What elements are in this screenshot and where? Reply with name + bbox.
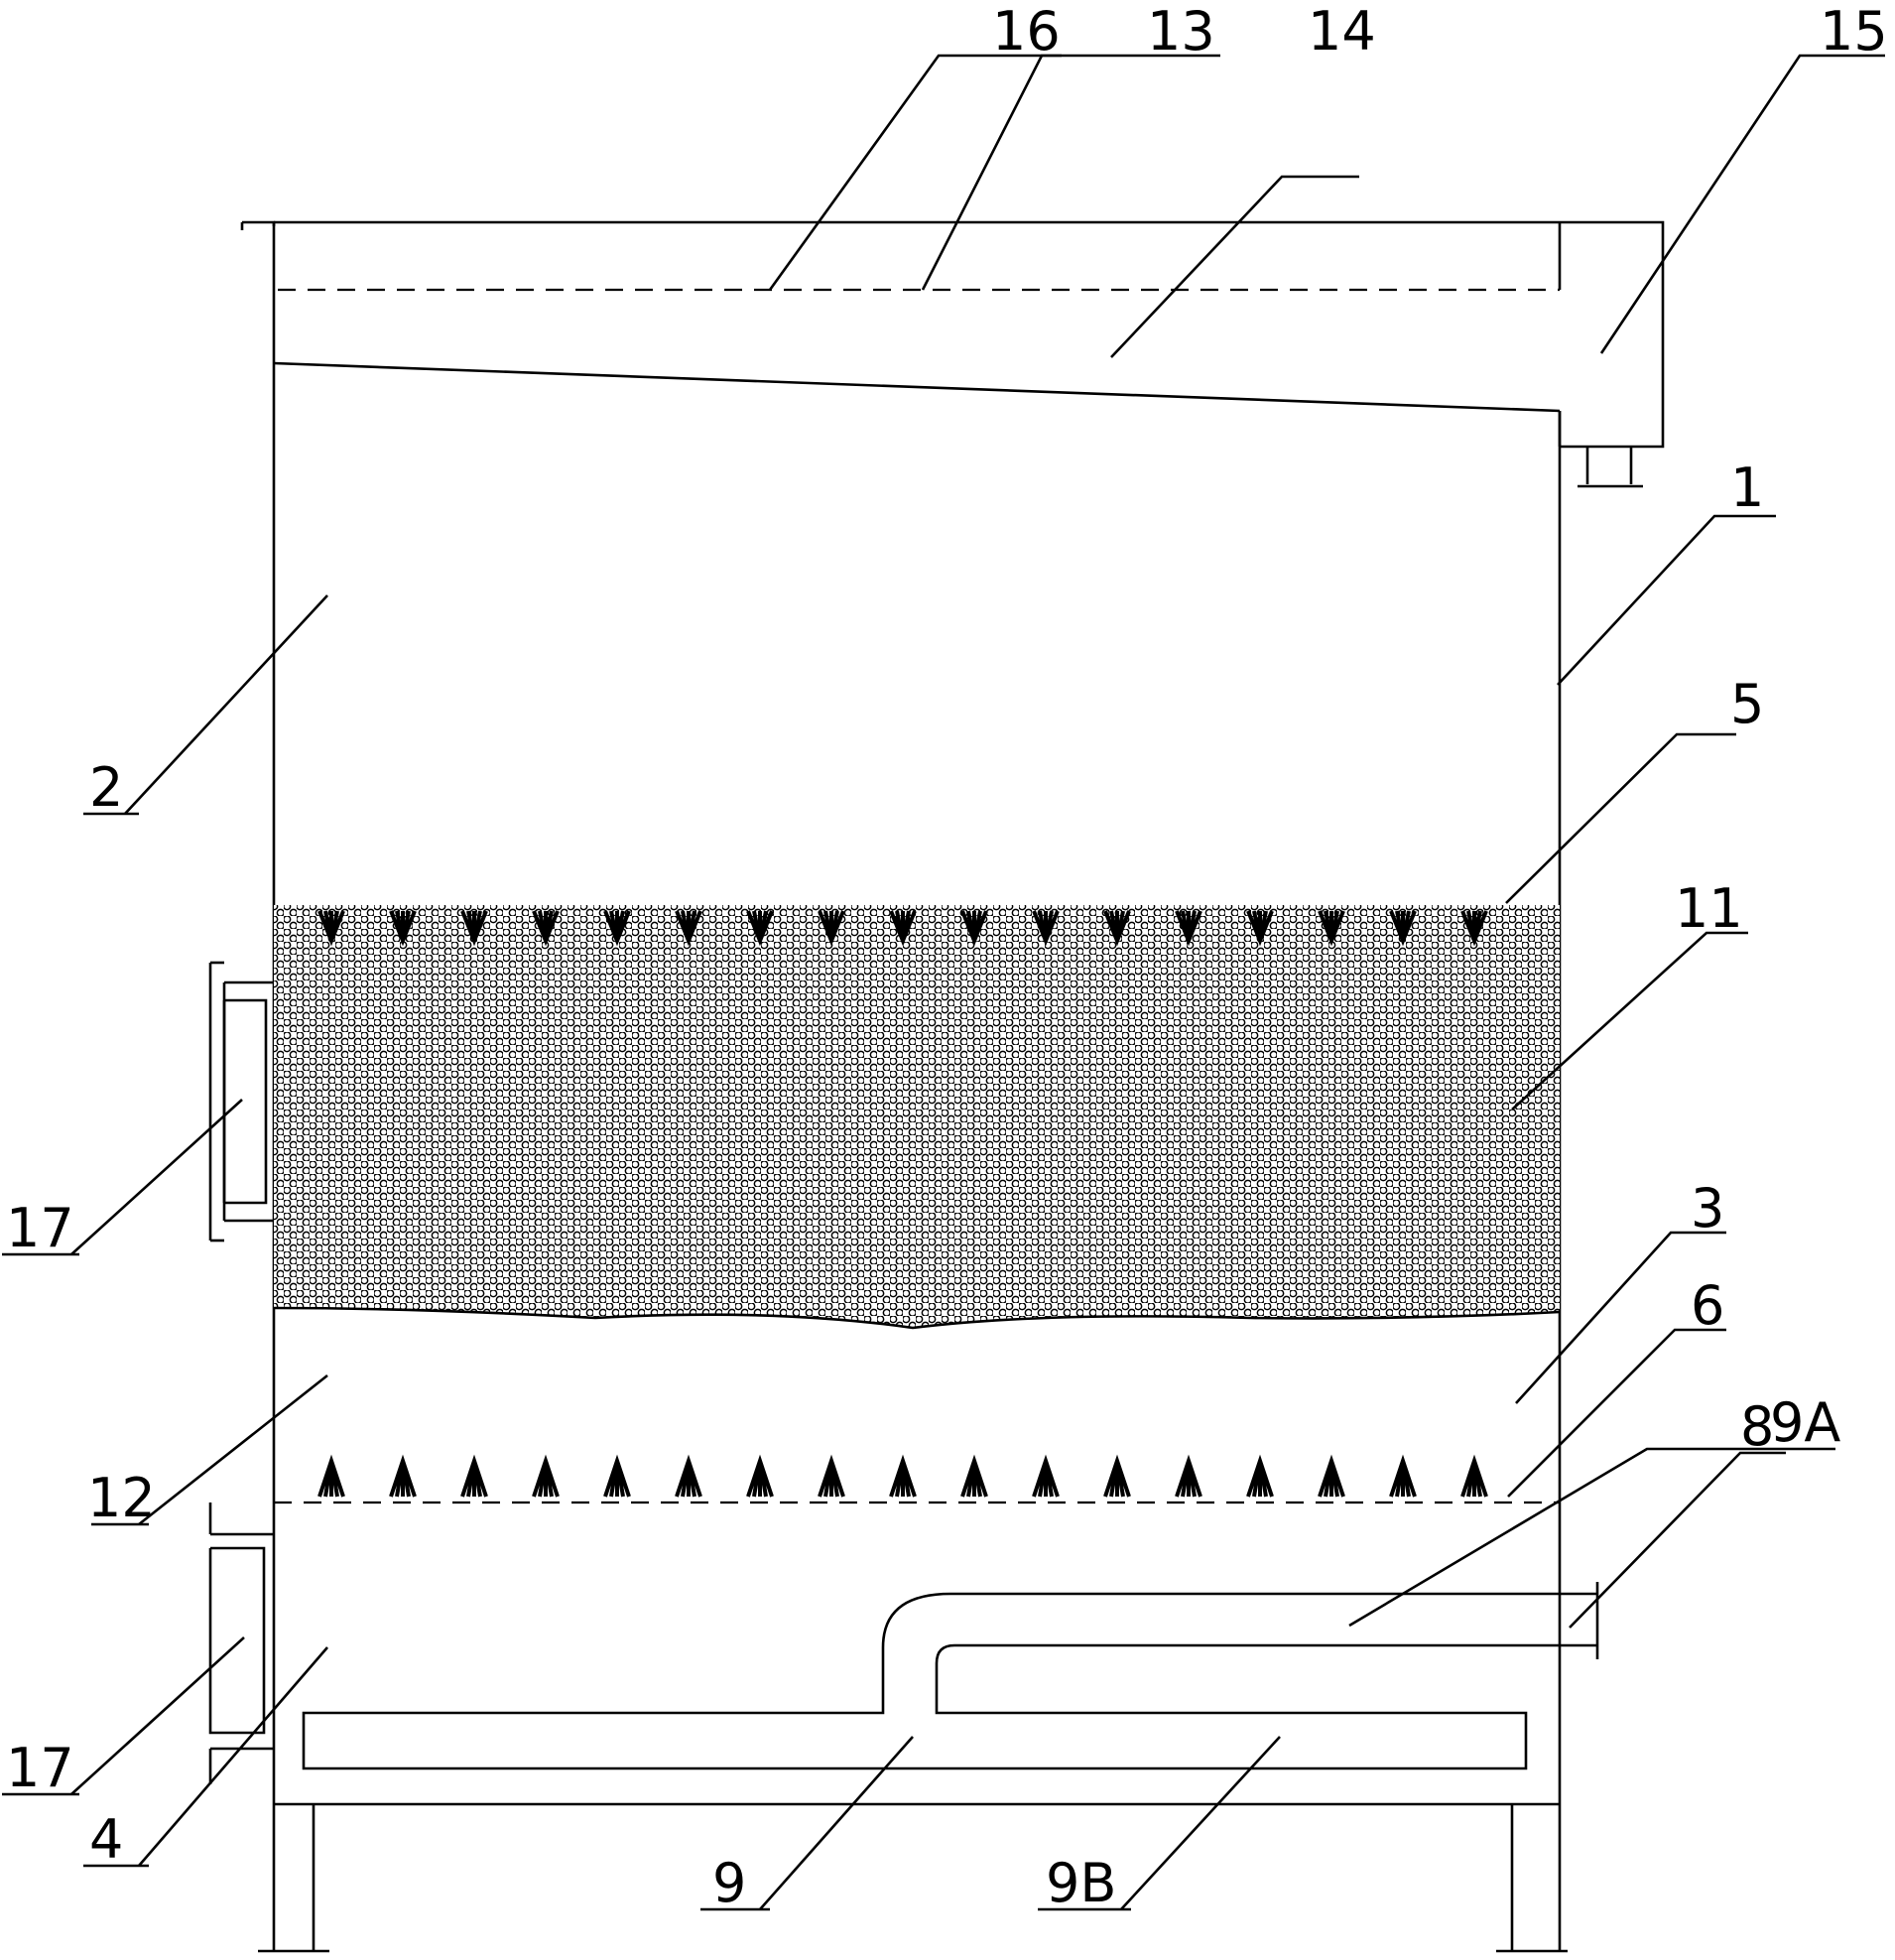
reference-labels: 16 13 14 15 1 5 2 11 3 6 9A 8 12 17 17 4… — [6, 0, 1888, 1914]
upper-nozzle — [675, 910, 702, 947]
label-8: 8 — [1740, 1395, 1774, 1458]
upper-nozzle — [460, 910, 488, 947]
lower-nozzle — [532, 1454, 560, 1498]
label-13: 13 — [1147, 0, 1215, 63]
label-9B: 9B — [1046, 1852, 1116, 1914]
label-9A: 9A — [1770, 1391, 1840, 1454]
lower-nozzle — [1175, 1454, 1202, 1498]
upper-nozzle — [1175, 910, 1202, 947]
upper-nozzle — [1389, 910, 1417, 947]
label-1: 1 — [1730, 457, 1764, 519]
lower-nozzle — [1103, 1454, 1131, 1498]
lower-nozzle — [746, 1454, 774, 1498]
aeration-pipe — [302, 1582, 1599, 1770]
upper-nozzle — [317, 910, 345, 947]
label-14: 14 — [1308, 0, 1376, 63]
tank-body — [258, 222, 1568, 1953]
lower-nozzle — [460, 1454, 488, 1498]
lower-nozzle — [1246, 1454, 1274, 1498]
lower-nozzle — [1318, 1454, 1345, 1498]
label-9: 9 — [712, 1852, 746, 1914]
label-17-lower: 17 — [6, 1737, 74, 1799]
upper-nozzle — [389, 910, 417, 947]
lower-nozzle — [818, 1454, 845, 1498]
collection-trough-structure — [240, 220, 1665, 488]
filter-media — [273, 905, 1561, 1330]
label-16: 16 — [992, 0, 1061, 63]
lower-nozzle — [960, 1454, 988, 1498]
upper-nozzle — [818, 910, 845, 947]
label-2: 2 — [89, 756, 123, 819]
lower-nozzle — [1389, 1454, 1417, 1498]
label-15: 15 — [1820, 0, 1888, 63]
label-17-upper: 17 — [6, 1197, 74, 1259]
upper-nozzle — [1460, 910, 1488, 947]
upper-nozzle — [1032, 910, 1060, 947]
upper-nozzle — [746, 910, 774, 947]
upper-nozzle — [889, 910, 917, 947]
upper-nozzle — [603, 910, 631, 947]
side-port-lower — [208, 1503, 274, 1784]
label-3: 3 — [1691, 1177, 1724, 1240]
lower-nozzle — [889, 1454, 917, 1498]
side-port-upper — [208, 961, 274, 1242]
label-11: 11 — [1675, 877, 1743, 940]
label-6: 6 — [1691, 1274, 1724, 1337]
lower-nozzle — [1032, 1454, 1060, 1498]
upper-nozzle — [1246, 910, 1274, 947]
lower-nozzle — [1460, 1454, 1488, 1498]
upper-nozzle — [532, 910, 560, 947]
upper-nozzle — [1318, 910, 1345, 947]
upper-nozzle — [960, 910, 988, 947]
upper-nozzle-row — [317, 910, 1488, 947]
lower-nozzle — [317, 1454, 345, 1498]
lower-nozzle-row — [317, 1454, 1488, 1498]
lower-nozzle — [389, 1454, 417, 1498]
upper-nozzle — [1103, 910, 1131, 947]
label-4: 4 — [89, 1808, 123, 1871]
label-5: 5 — [1730, 673, 1764, 735]
lower-nozzle — [675, 1454, 702, 1498]
leader-lines — [2, 54, 1885, 1911]
label-12: 12 — [87, 1467, 156, 1529]
lower-nozzle — [603, 1454, 631, 1498]
